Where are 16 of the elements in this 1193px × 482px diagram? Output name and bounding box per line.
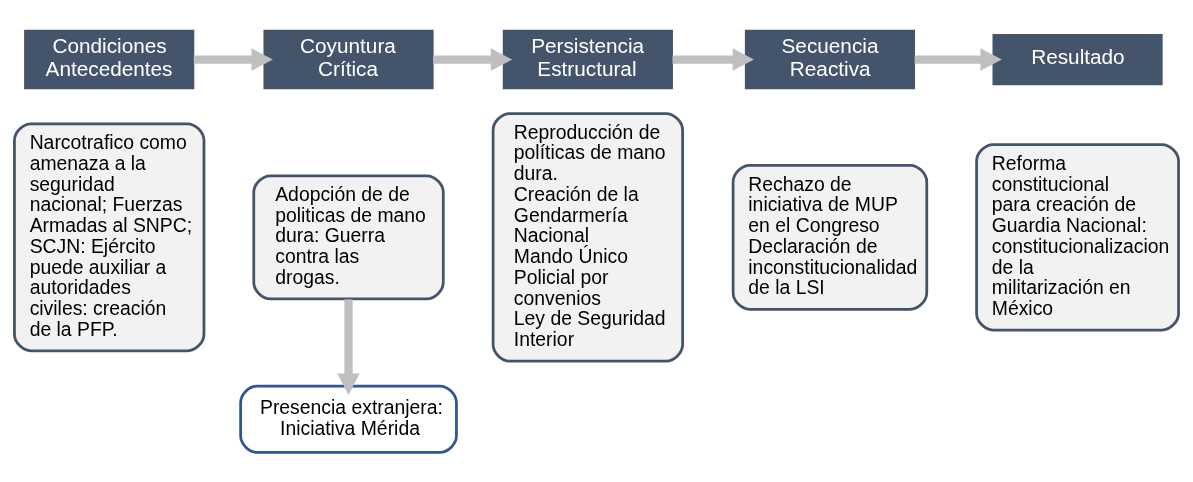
- node-box: Presencia extranjera: Iniciativa Mérida: [239, 384, 458, 454]
- arrow: [193, 47, 273, 71]
- node-box: Persistencia Estructural: [502, 29, 673, 89]
- node-box: Narcotrafico como amenaza a la seguridad nacional; Fuerzas Armadas al SNPC; SCJN: Ejército puede auxiliar a autoridades civiles: creación de la PFP.: [13, 122, 206, 352]
- arrow: [914, 47, 1002, 71]
- node-box: Condiciones Antecedentes: [24, 29, 195, 89]
- node-box: Resultado: [992, 33, 1163, 85]
- node-box: Rechazo de iniciativa de MUP en el Congreso Declaración de inconstitucionalidad de la LSI: [731, 163, 929, 311]
- arrow: [672, 47, 754, 71]
- node-box: Coyuntura Crítica: [263, 29, 434, 89]
- node-box: Adopción de de politicas de mano dura: Guerra contra las drogas.: [252, 173, 445, 300]
- node-box: Secuencia Reactiva: [744, 29, 916, 89]
- arrow: [337, 298, 360, 395]
- node-box: Reforma constitucional para creación de Guardia Nacional: constitucionalizacion de la militarización en México: [975, 142, 1180, 331]
- arrow: [433, 47, 513, 71]
- node-box: Reproducción de políticas de mano dura. Creación de la Gendarmería Nacional Mando Único Policial por convenios Ley de Seguridad Interior: [491, 111, 684, 363]
